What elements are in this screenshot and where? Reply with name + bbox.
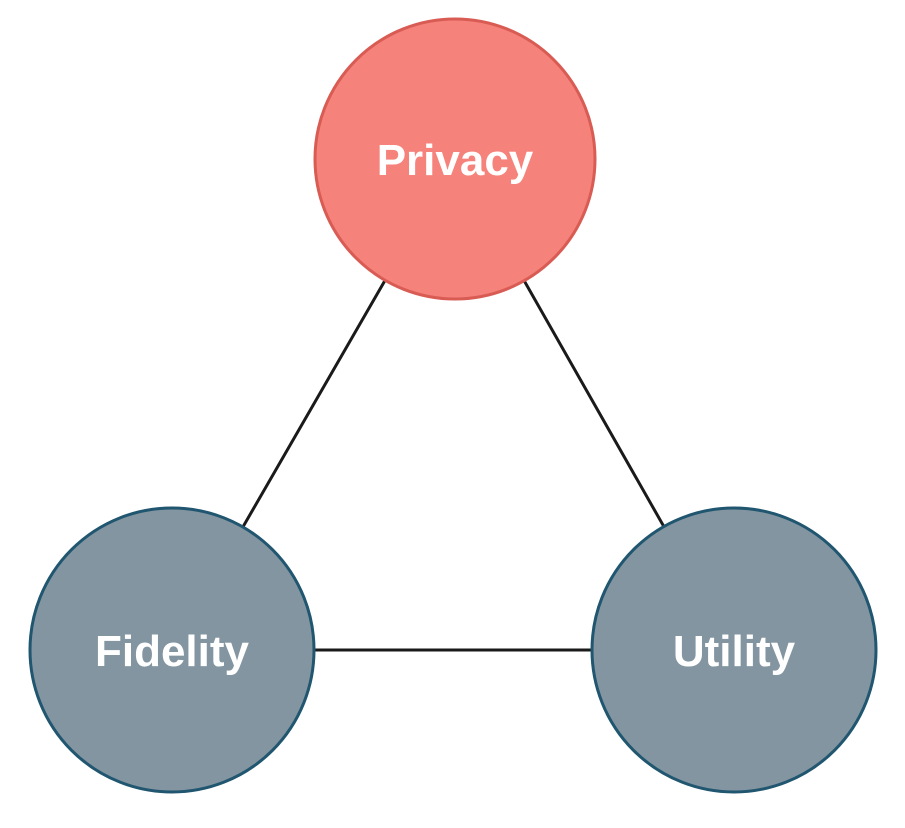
fidelity-circle [28,506,316,794]
fidelity-label: Fidelity [95,627,250,676]
utility-label: Utility [673,627,796,676]
node-utility: Utility [590,506,878,794]
utility-circle [590,506,878,794]
privacy-label: Privacy [377,136,534,185]
node-fidelity: Fidelity [28,506,316,794]
node-privacy: Privacy [313,17,597,301]
privacy-circle [313,17,597,301]
